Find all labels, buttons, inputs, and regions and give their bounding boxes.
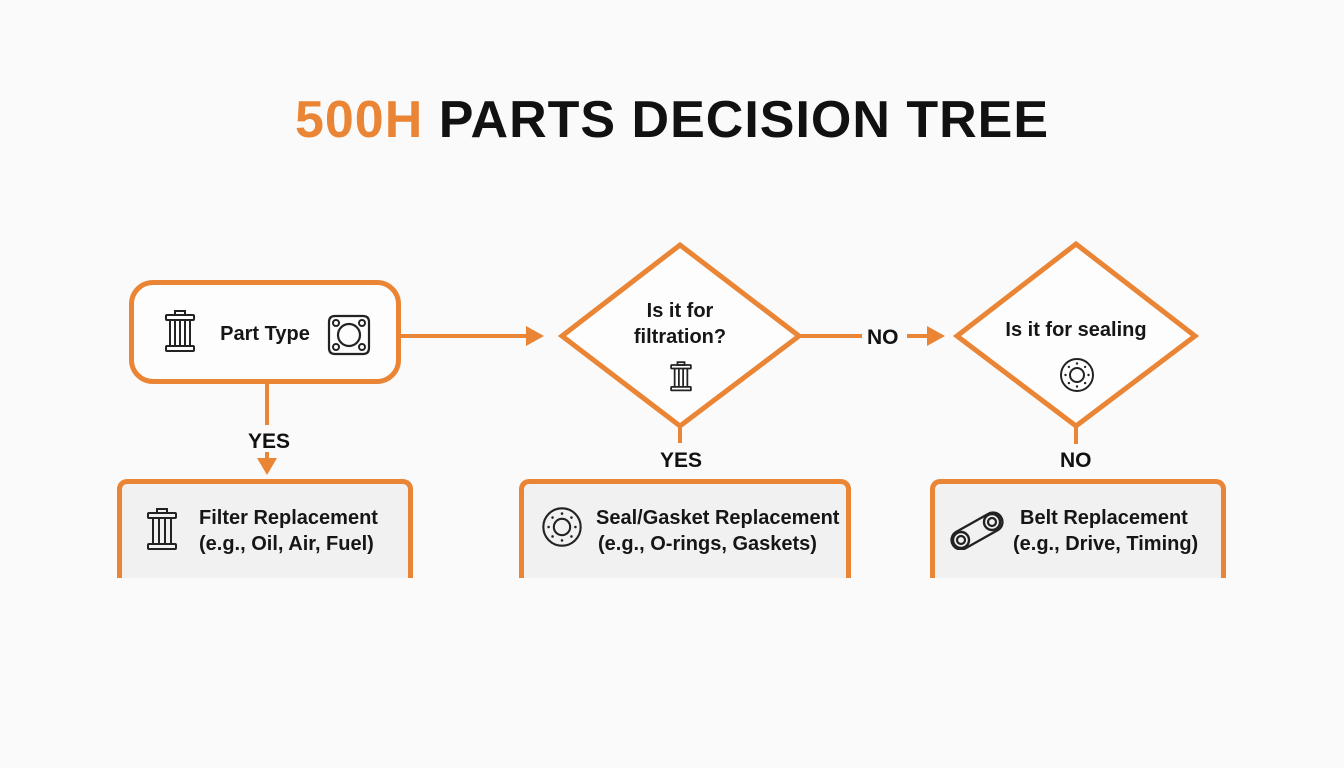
result-seal-title: Seal/Gasket Replacement — [596, 507, 840, 529]
decision1-line2: filtration? — [633, 326, 727, 348]
belt-pulley-icon — [950, 511, 1004, 550]
edge-label-decision1-no: NO — [867, 326, 899, 349]
filter-icon — [165, 310, 195, 352]
result-card-filter[interactable] — [117, 479, 413, 578]
result-belt-examples: (e.g., Drive, Timing) — [1013, 533, 1199, 555]
edge-label-decision1-yes: YES — [660, 449, 703, 472]
result-filter-examples: (e.g., Oil, Air, Fuel) — [199, 533, 374, 555]
arrowhead-filter — [257, 458, 277, 475]
result-seal-examples: (e.g., O-rings, Gaskets) — [598, 533, 817, 555]
title-rest: PARTS DECISION TREE — [438, 91, 1050, 149]
decision1-line1: Is it for — [646, 300, 714, 322]
gasket-icon — [327, 314, 371, 356]
filter-icon — [670, 361, 692, 392]
result-filter-title: Filter Replacement — [199, 507, 378, 529]
start-node-label: Part Type — [220, 323, 310, 345]
edge-label-start-yes: YES — [248, 430, 291, 453]
result-belt-title: Belt Replacement — [1020, 507, 1188, 529]
arrowhead-decision2 — [927, 326, 945, 346]
seal-ring-icon — [1060, 358, 1094, 392]
edge-label-decision2-no: NO — [1060, 449, 1092, 472]
decision2-line1: Is it for sealing — [1005, 319, 1147, 341]
seal-ring-icon — [542, 507, 582, 547]
result-card-belt[interactable] — [930, 479, 1226, 578]
title-accent: 500H — [294, 91, 424, 149]
result-card-seal-gasket[interactable] — [519, 479, 851, 578]
arrowhead-decision1 — [526, 326, 544, 346]
filter-icon — [147, 508, 177, 550]
page-title: 500H PARTS DECISION TREE — [0, 90, 1344, 150]
